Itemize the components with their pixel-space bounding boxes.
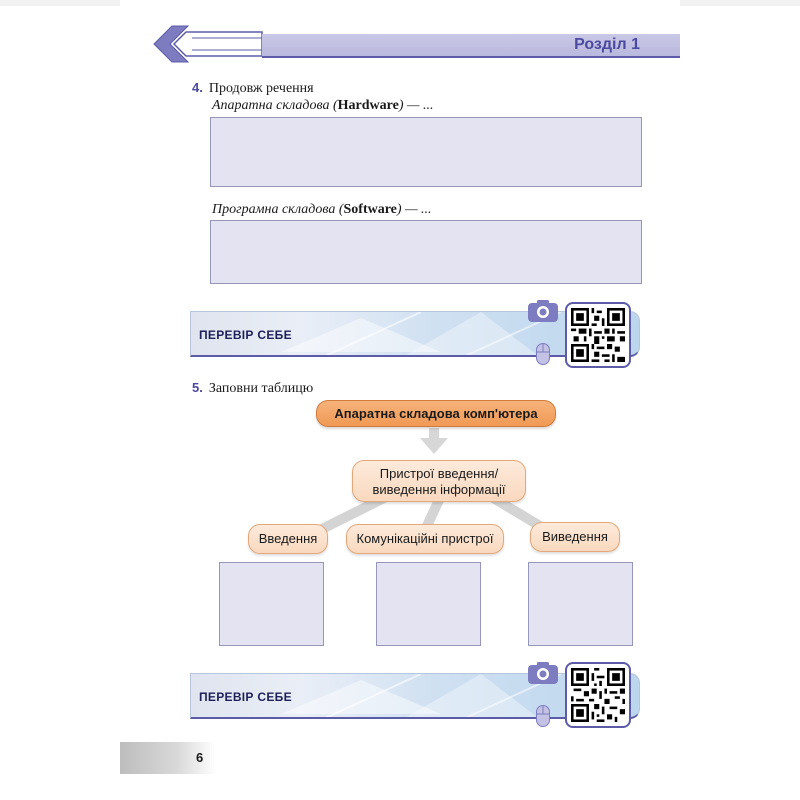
qr-code-icon	[571, 668, 625, 722]
task-number: 5.	[192, 380, 203, 395]
back-arrow-icon[interactable]	[148, 24, 268, 64]
section-title: Розділ 1	[574, 36, 640, 53]
banner-decoration	[281, 312, 562, 355]
qr-code-1[interactable]	[565, 302, 631, 368]
task-4-heading: 4. Продовж речення	[192, 80, 314, 97]
task-instruction: Продовж речення	[208, 81, 314, 96]
check-yourself-label: ПЕРЕВІР СЕБЕ	[199, 328, 292, 342]
camera-icon	[528, 662, 558, 684]
hardware-answer-box[interactable]	[210, 117, 642, 187]
diagram-io-devices: Пристрої введення/ виведення інформації	[352, 460, 526, 502]
task-number: 4.	[192, 80, 203, 95]
page-number: 6	[196, 750, 204, 765]
software-prompt: Програмна складова (Software) — ...	[212, 202, 432, 217]
mouse-icon	[536, 343, 550, 365]
camera-icon	[528, 300, 558, 322]
mouse-icon	[536, 705, 550, 727]
diagram-root-hardware: Апаратна складова комп'ютера	[316, 400, 556, 427]
check-yourself-label: ПЕРЕВІР СЕБЕ	[199, 690, 292, 704]
page-number-tab	[120, 742, 216, 774]
software-answer-box[interactable]	[210, 220, 642, 284]
banner-decoration	[281, 674, 562, 717]
section-header-bar: Розділ 1	[262, 34, 680, 58]
qr-code-icon	[571, 308, 625, 362]
qr-code-2[interactable]	[565, 662, 631, 728]
communication-answer-box[interactable]	[376, 562, 481, 646]
task-5-heading: 5. Заповни таблицю	[192, 380, 313, 397]
output-answer-box[interactable]	[528, 562, 633, 646]
diagram-input: Введення	[248, 524, 328, 554]
diagram-output: Виведення	[530, 522, 620, 552]
hardware-prompt: Апаратна складова (Hardware) — ...	[212, 98, 434, 113]
input-answer-box[interactable]	[219, 562, 324, 646]
diagram-communication: Комунікаційні пристрої	[346, 524, 504, 554]
task-instruction: Заповни таблицю	[208, 381, 314, 396]
